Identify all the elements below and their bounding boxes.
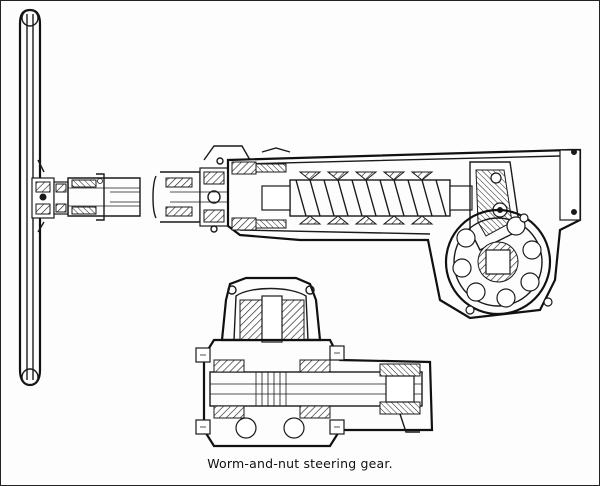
rocker-shaft-bearing (444, 208, 553, 316)
gearbox-cross-section (195, 276, 434, 448)
figure-caption: Worm-and-nut steering gear. (207, 456, 393, 471)
steering-wheel (18, 8, 45, 387)
column-coupling (152, 167, 229, 227)
steering-column (31, 173, 141, 221)
worm-screw (261, 171, 473, 225)
rocker-nut (469, 149, 581, 251)
